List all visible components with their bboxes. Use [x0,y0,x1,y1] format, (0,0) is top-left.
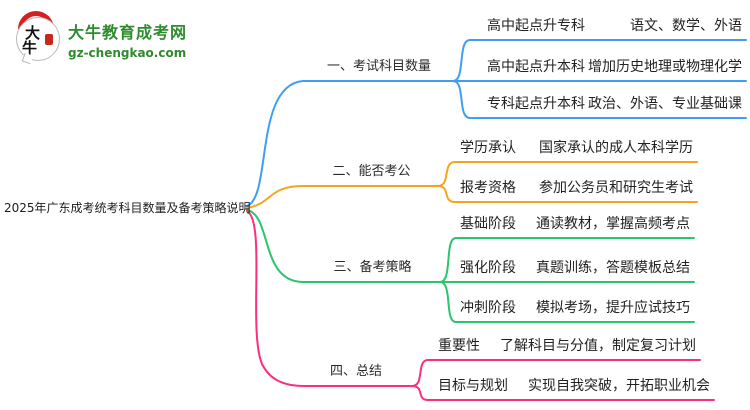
logo-seal-icon [45,34,53,45]
branch1-child2-row: 高中起点升本科 增加历史地理或物理化学 [465,58,746,77]
branch3-child1-line [439,237,695,283]
branch4-child2-line [411,385,715,401]
branch1-child3-row: 专科起点升本科 政治、外语、专业基础课 [465,95,746,114]
branch2-child2-line [437,185,698,203]
branch4-main-line [246,210,413,387]
branch2-main-line [246,185,439,209]
node-desc: 实现自我突破，开拓职业机会 [528,378,710,394]
node-label: 专科起点升本科 [487,96,585,112]
node-desc: 通读教材，掌握高频考点 [536,216,690,232]
node-label: 强化阶段 [460,260,516,276]
central-topic: 2025年广东成考统考科目数量及备考策略说明 [4,201,251,215]
branch4-label: 四、总结 [329,364,382,379]
branch2-child1-row: 学历承认 国家承认的成人本科学历 [455,139,697,158]
node-desc: 政治、外语、专业基础课 [588,96,742,112]
site-logo[interactable]: 大 牛 大牛教育成考网 gz-chengkao.com [14,10,187,65]
branch3-label: 三、备考策略 [333,260,412,275]
logo-char-bottom: 牛 [22,39,38,57]
branch4-child2-row: 目标与规划 实现自我突破，开拓职业机会 [428,377,714,396]
node-desc: 增加历史地理或物理化学 [588,59,742,75]
branch3-child3-line [439,281,695,323]
logo-char-top: 大 [25,24,41,42]
node-label: 学历承认 [460,140,516,156]
branch1-child1-row: 高中起点升专科 语文、数学、外语 [465,17,746,36]
branch3-child2-row: 强化阶段 真题训练，答题模板总结 [456,259,694,278]
node-label: 重要性 [438,338,480,354]
site-name: 大牛教育成考网 [68,23,188,42]
branch2-label: 二、能否考公 [332,164,411,179]
node-label: 报考资格 [460,180,516,196]
branch2-child2-row: 报考资格 参加公务员和研究生考试 [455,179,697,198]
branch4-child1-line [411,359,701,387]
branch1-child3-line [452,80,747,119]
node-label: 冲刺阶段 [460,300,516,316]
node-label: 目标与规划 [438,378,508,394]
branch2-child1-line [437,161,698,187]
node-desc: 语文、数学、外语 [630,18,742,34]
node-desc: 了解科目与分值，制定复习计划 [500,338,696,354]
site-url: gz-chengkao.com [68,46,187,60]
node-label: 高中起点升专科 [487,18,585,34]
branch3-child1-row: 基础阶段 通读教材，掌握高频考点 [456,215,694,234]
bull-logo-icon: 大 牛 [14,10,62,65]
branch1-label: 一、考试科目数量 [326,59,431,74]
branch1-child1-line [452,39,747,82]
node-desc: 国家承认的成人本科学历 [539,140,693,156]
logo-text: 大牛教育成考网 gz-chengkao.com [68,10,187,60]
branch1-main-line [246,80,454,207]
node-desc: 参加公务员和研究生考试 [539,180,693,196]
node-desc: 模拟考场，提升应试技巧 [536,300,690,316]
branch3-main-line [246,209,441,283]
branch3-child3-row: 冲刺阶段 模拟考场，提升应试技巧 [456,299,694,318]
logo-red-arc [18,11,54,29]
node-label: 基础阶段 [460,216,516,232]
branch4-child1-row: 重要性 了解科目与分值，制定复习计划 [428,337,700,356]
node-desc: 真题训练，答题模板总结 [536,260,690,276]
node-label: 高中起点升本科 [487,59,585,75]
